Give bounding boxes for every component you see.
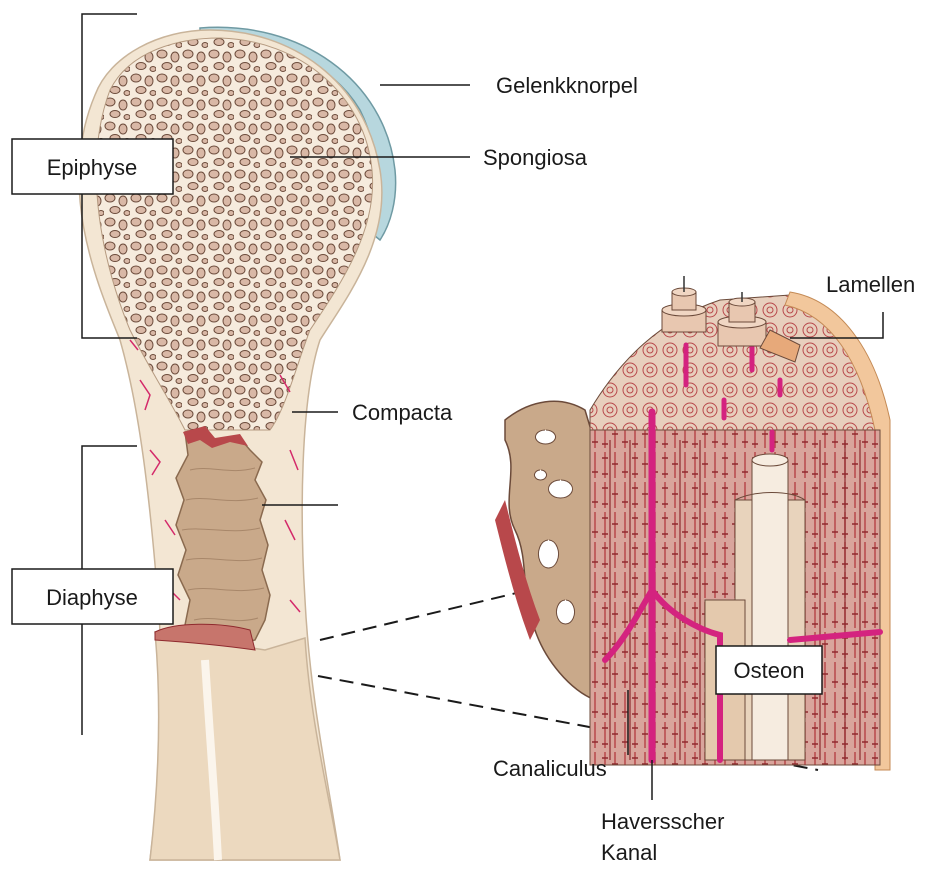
lamellen-label: Lamellen (826, 272, 915, 297)
diaphyse-label: Diaphyse (46, 585, 138, 610)
canaliculus-label: Canaliculus (493, 756, 607, 781)
osteon-cylinder-1-core (752, 460, 788, 760)
epiphyse-label: Epiphyse (47, 155, 138, 180)
marrow-cavity (176, 428, 270, 645)
spongiosa-label: Spongiosa (483, 145, 588, 170)
shaft-lower (150, 632, 340, 860)
osteon-label: Osteon (734, 658, 805, 683)
compacta-label: Compacta (352, 400, 453, 425)
osteon-cylinder-1-top (752, 454, 788, 466)
compact-bone-block (495, 276, 890, 770)
osteon-box: Osteon (716, 646, 822, 694)
haversscher-label-line2: Kanal (601, 840, 657, 865)
epiphyse-box: Epiphyse (12, 139, 173, 194)
gelenkknorpel-label: Gelenkknorpel (496, 73, 638, 98)
diaphyse-box: Diaphyse (12, 569, 173, 624)
haversscher-label-line1: Haversscher (601, 809, 724, 834)
